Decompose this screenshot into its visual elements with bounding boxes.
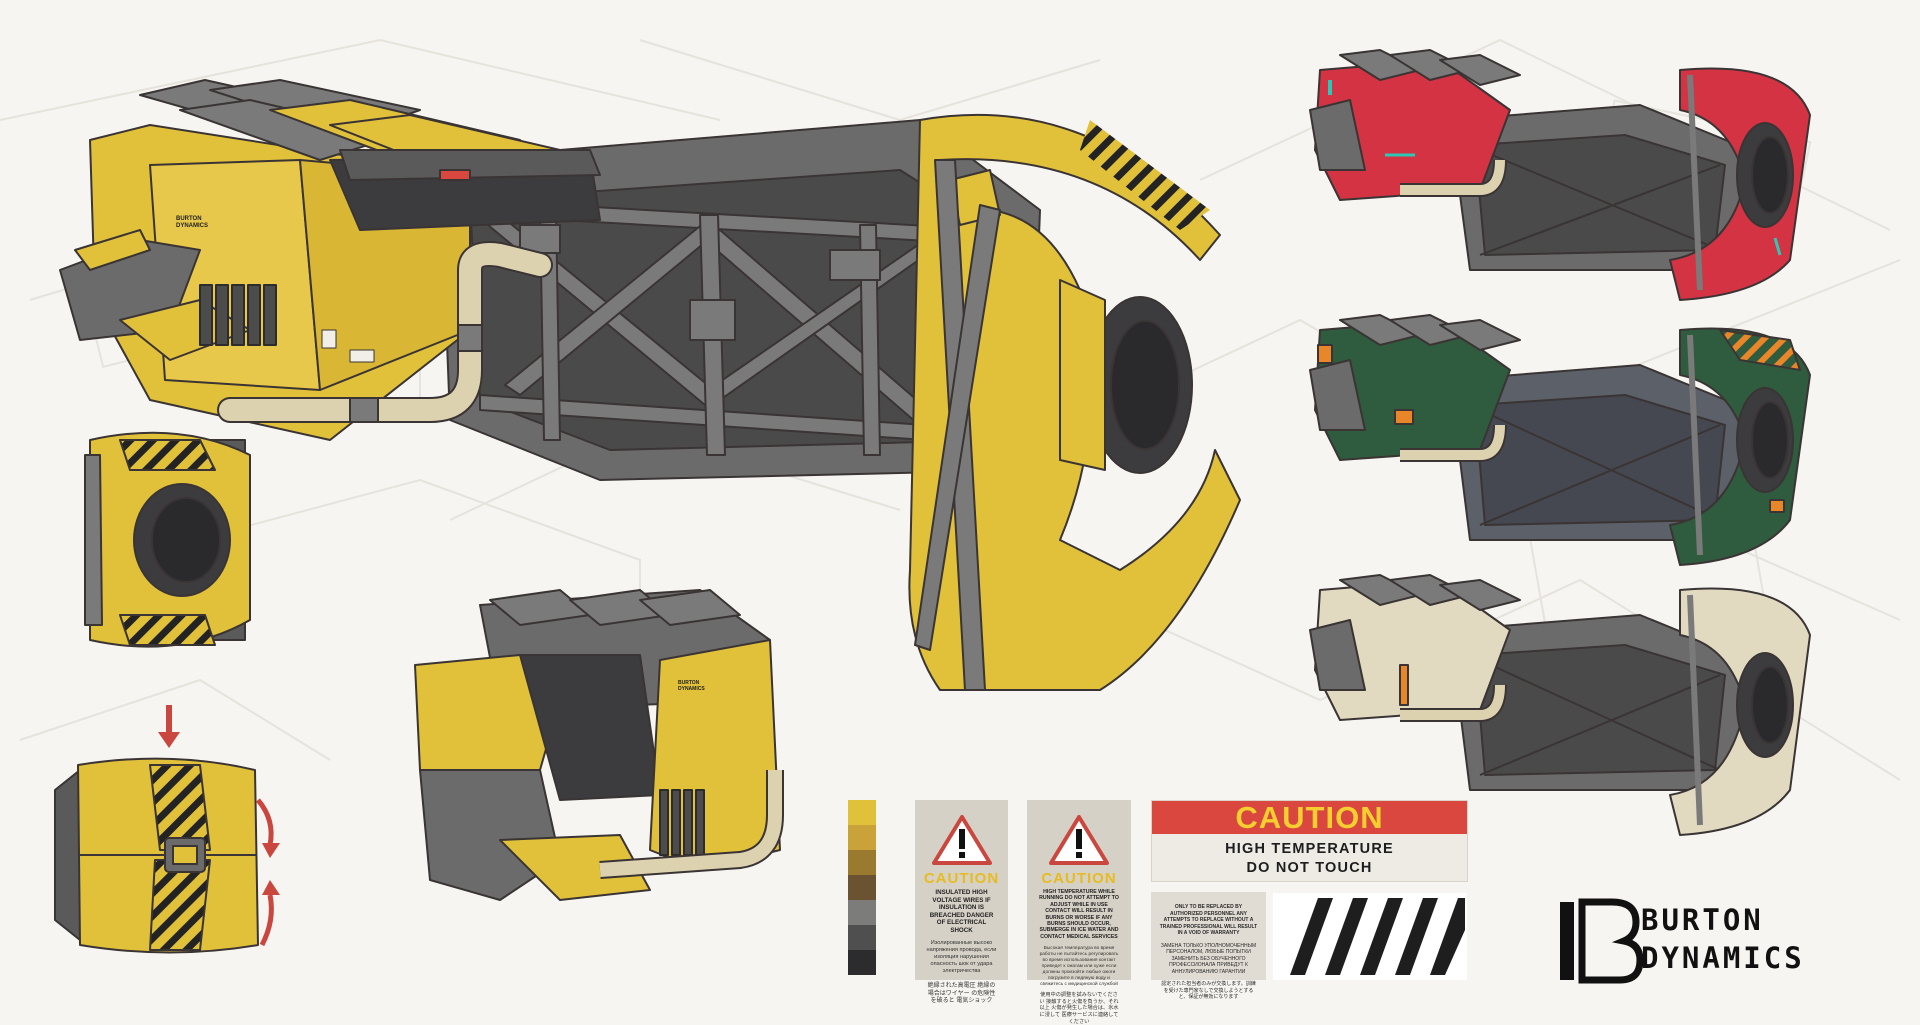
caution-line-1: HIGH TEMPERATURE [1225,841,1394,857]
palette-swatch [848,925,876,950]
electrical-warning-text: INSULATED HIGH VOLTAGE WIRES IF INSULATI… [929,889,994,934]
variant-green [1309,314,1811,566]
temperature-warning-text: HIGH TEMPERATURE WHILE RUNNING DO NOT AT… [1039,889,1119,940]
hazard-stripe-panel [1273,893,1467,980]
palette-swatch [848,875,876,900]
electrical-warning-label: CAUTION INSULATED HIGH VOLTAGE WIRES IF … [915,800,1008,1004]
notice-japanese: 認定された担当者のみが交換します。訓練を受けた専門家なしで交換しようとすると、保… [1161,981,1256,1000]
main-weapon-render [59,79,1241,691]
palette-swatch [848,800,876,825]
temperature-warning-japanese: 使用中の調整を試みないでください 接触すると火傷を負うか、それ以上 火傷が発生し… [1039,992,1119,1025]
rotation-arrow-down [158,705,180,748]
color-palette [848,800,876,975]
electrical-warning-japanese: 絶縁された高電圧 絶縁の場合はワイヤー の危険性を破ると 電気ショック [927,983,996,1004]
brand-line-2: DYNAMICS [1641,941,1805,975]
warning-triangle-icon [931,815,992,865]
decal-line-2: DYNAMICS [176,223,209,229]
rear-decal-line-2: DYNAMICS [678,686,705,692]
replacement-notice-label: ONLY TO BE REPLACED BY AUTHORIZED PERSON… [1151,892,1266,1000]
rear-decal-line-1: BURTON [678,680,700,686]
brand-monogram [1560,898,1644,984]
electrical-caution-heading: CAUTION [923,870,1000,887]
notice-text: ONLY TO BE REPLACED BY AUTHORIZED PERSON… [1159,904,1258,936]
decal-line-1: BURTON [176,216,202,222]
palette-swatch [848,825,876,850]
folded-view-render [54,757,259,954]
brand-line-1: BURTON [1641,903,1764,937]
temperature-warning-label: CAUTION HIGH TEMPERATURE WHILE RUNNING D… [1027,800,1131,1025]
warning-triangle-icon [1049,815,1109,865]
notice-russian: Замена только уполномоченным персоналом,… [1160,942,1257,975]
front-view-render [84,431,251,648]
palette-swatch [848,900,876,925]
variant-cream [1309,574,1811,836]
rear-body-brand-decal: BURTON DYNAMICS [678,680,705,692]
variant-red [1309,49,1811,301]
body-brand-decal: BURTON DYNAMICS [176,216,208,230]
rear-view-render [414,589,784,901]
electrical-warning-russian: Изолированные высоко напряжения провода,… [926,940,997,974]
palette-swatch [848,850,876,875]
brand-logo: BURTON DYNAMICS [1553,897,1853,987]
rotation-arrows-side [256,798,274,947]
temperature-warning-russian: Высокая температура во время работы не п… [1039,946,1119,988]
caution-title: CAUTION [1152,801,1467,835]
temperature-caution-heading: CAUTION [1041,870,1117,887]
caution-line-2: DO NOT TOUCH [1246,860,1373,876]
caution-high-temperature-sign: CAUTION HIGH TEMPERATURE DO NOT TOUCH [1151,800,1468,882]
palette-swatch [848,950,876,975]
